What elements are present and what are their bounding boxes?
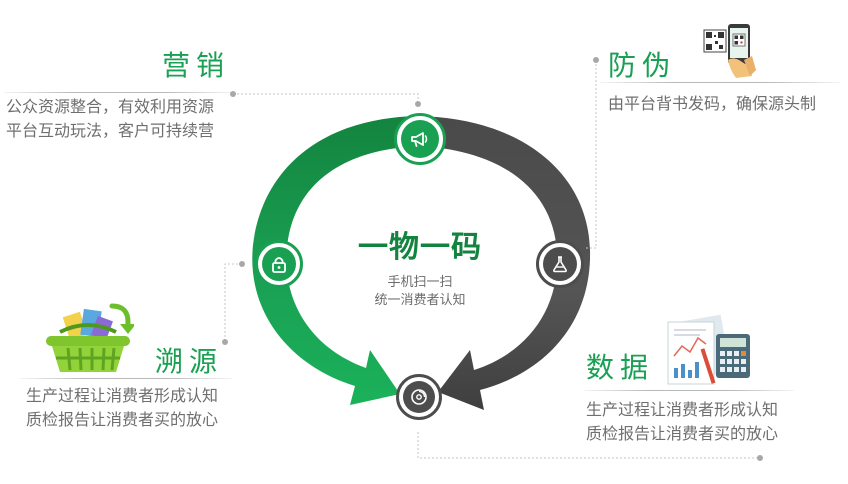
leader-dots xyxy=(222,57,763,461)
data-desc-line2: 质检报告让消费者买的放心 xyxy=(586,424,779,443)
center-subtitle-line2: 统一消费者认知 xyxy=(374,293,466,308)
green-arc-arrow xyxy=(252,116,418,405)
data-title: 数据 xyxy=(586,351,655,384)
marketing-underline xyxy=(4,92,234,93)
gray-arc-arrow xyxy=(418,116,591,410)
basket-icon xyxy=(46,303,134,372)
marketing-desc-line2: 平台互动玩法，客户可持续营 xyxy=(6,121,215,140)
marketing-desc-line1: 公众资源整合，有效利用资源 xyxy=(6,97,215,116)
leader-lines xyxy=(224,60,760,459)
data-underline xyxy=(584,390,794,391)
center-subtitle-line1: 手机扫一扫 xyxy=(387,275,453,290)
disc-icon xyxy=(411,389,427,405)
anti-counterfeit-underline xyxy=(600,82,840,83)
bottom-node[interactable] xyxy=(396,374,442,420)
right-node[interactable] xyxy=(536,240,584,288)
left-node[interactable] xyxy=(255,240,303,288)
report-calculator-icon xyxy=(667,314,750,385)
traceability-underline xyxy=(20,378,232,379)
top-node[interactable] xyxy=(394,113,446,165)
data-desc-line1: 生产过程让消费者形成认知 xyxy=(586,400,779,419)
traceability-desc-line1: 生产过程让消费者形成认知 xyxy=(26,386,219,405)
center-title: 一物一码 xyxy=(358,230,482,265)
lock-icon xyxy=(272,257,286,273)
phone-qr-icon xyxy=(703,24,756,78)
anti-counterfeit-title: 防伪 xyxy=(608,49,677,82)
anti-counterfeit-desc-line1: 由平台背书发码，确保源头制 xyxy=(608,94,817,113)
traceability-title: 溯源 xyxy=(155,345,224,378)
marketing-title: 营销 xyxy=(162,49,231,82)
megaphone-icon xyxy=(411,132,428,147)
traceability-desc-line2: 质检报告让消费者买的放心 xyxy=(26,410,219,429)
flask-icon xyxy=(553,256,567,273)
